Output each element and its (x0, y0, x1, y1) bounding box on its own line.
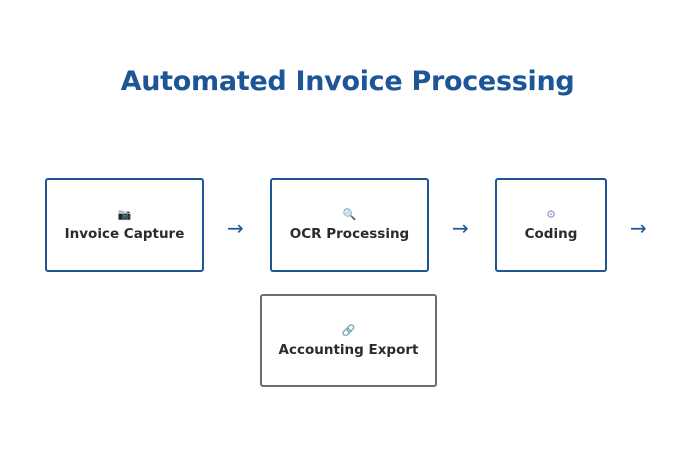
step-accounting-export: 🔗 Accounting Export (260, 294, 437, 387)
step-label: Invoice Capture (64, 226, 185, 242)
step-invoice-capture: 📷 Invoice Capture (45, 178, 204, 272)
gear-icon: ⚙ (546, 208, 556, 221)
step-label: OCR Processing (289, 226, 410, 242)
step-label: Accounting Export (278, 341, 419, 358)
arrow-right-icon: → (452, 216, 469, 240)
arrow-right-icon: → (630, 216, 647, 240)
diagram-title: Automated Invoice Processing (120, 66, 575, 97)
arrow-right-icon: → (227, 216, 244, 240)
step-coding: ⚙ Coding (495, 178, 607, 272)
camera-icon: 📷 (117, 208, 132, 221)
magnifier-icon: 🔍 (342, 208, 357, 221)
step-label: Coding (524, 226, 578, 242)
step-ocr-processing: 🔍 OCR Processing (270, 178, 429, 272)
link-icon: 🔗 (341, 323, 356, 337)
